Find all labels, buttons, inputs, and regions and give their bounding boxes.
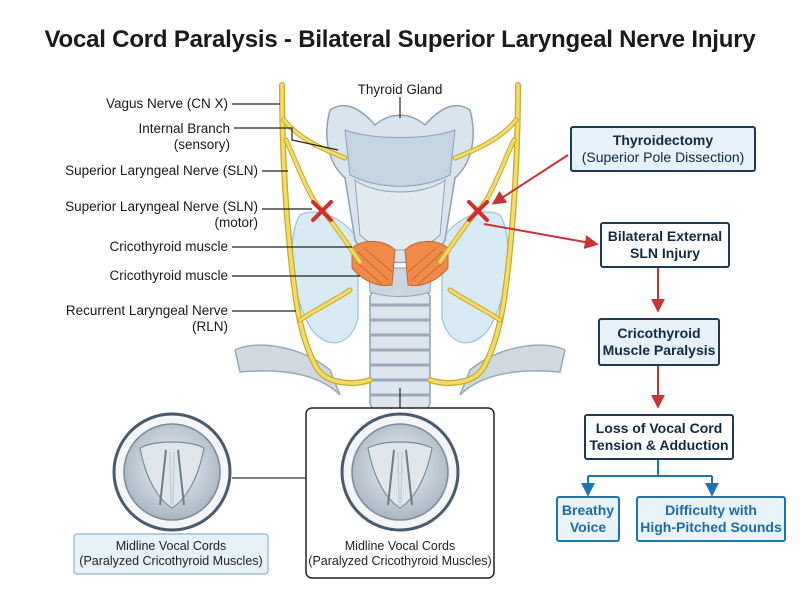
outcome-arrows — [581, 460, 719, 497]
trachea — [369, 289, 431, 411]
box-loss-of-tension: Loss of Vocal Cord Tension & Adduction — [584, 414, 734, 460]
label-cricothyroid-1: Cricothyroid muscle — [109, 239, 228, 254]
injury-mark-left — [311, 200, 333, 222]
label-internal-branch: Internal Branch(sensory) — [138, 121, 230, 152]
right-inset-caption: Midline Vocal Cords (Paralyzed Cricothyr… — [308, 539, 492, 568]
larynx — [326, 104, 474, 297]
vocal-cords-view-right — [340, 412, 460, 532]
thyroid-gland — [291, 211, 509, 344]
cricothyroid-muscles — [351, 241, 449, 287]
flow-arrows — [483, 154, 665, 409]
label-sln: Superior Laryngeal Nerve (SLN) — [65, 163, 258, 178]
label-vagus-nerve: Vagus Nerve (CN X) — [105, 96, 228, 111]
box-high-pitch-difficulty: Difficulty with High-Pitched Sounds — [636, 496, 786, 542]
vocal-cords-view-left — [112, 412, 232, 532]
left-inset-caption: Midline Vocal Cords (Paralyzed Cricothyr… — [79, 539, 263, 568]
label-rln: Recurrent Laryngeal Nerve(RLN) — [65, 303, 228, 334]
label-thyroid-gland: Thyroid Gland — [357, 82, 443, 97]
box-thyroidectomy: Thyroidectomy (Superior Pole Dissection) — [570, 126, 756, 172]
left-caption-frame — [73, 533, 269, 575]
injury-mark-right — [467, 200, 489, 222]
inset-connector — [232, 388, 401, 479]
nerves — [279, 82, 521, 386]
label-sln-motor: Superior Laryngeal Nerve (SLN)(motor) — [65, 199, 258, 230]
box-sln-injury: Bilateral External SLN Injury — [600, 222, 730, 268]
box-cricothyroid-paralysis: Cricothyroid Muscle Paralysis — [598, 318, 720, 366]
leader-lines — [232, 97, 401, 312]
diagram-title: Vocal Cord Paralysis - Bilateral Superio… — [44, 26, 756, 53]
box-breathy-voice: Breathy Voice — [556, 496, 620, 542]
side-vessels — [234, 344, 566, 396]
label-cricothyroid-2: Cricothyroid muscle — [109, 268, 228, 283]
